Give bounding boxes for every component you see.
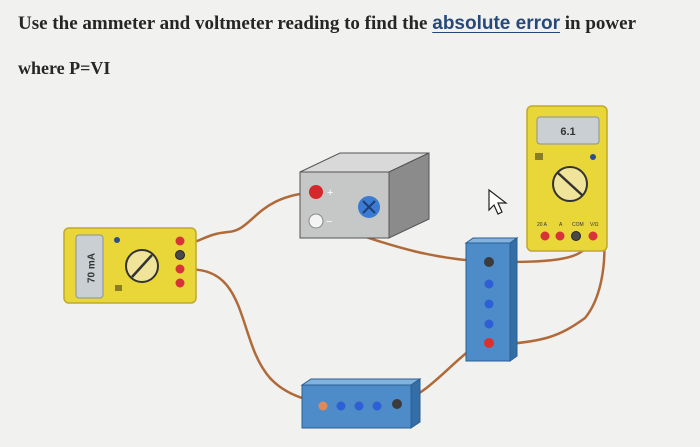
voltmeter: 6.1 20 A A COM V/Ω: [526, 105, 608, 252]
battery-minus-terminal: [308, 213, 324, 229]
resistor-horizontal-terminal-right: [392, 399, 402, 409]
ammeter-mode-dot: [114, 237, 120, 243]
resistor-horizontal-side: [410, 378, 421, 429]
voltmeter-port-label-20a: 20 A: [537, 222, 548, 228]
ammeter-reading: 70 mA: [87, 253, 98, 283]
battery-minus-symbol: −: [326, 216, 332, 228]
wire-resistor-to-voltmeter: [492, 236, 606, 347]
resistor-vertical-node-1: [484, 279, 494, 289]
voltmeter-port-a: [555, 231, 565, 241]
resistor-horizontal-terminal-left: [318, 401, 328, 411]
voltmeter-dial-pointer: [557, 172, 583, 196]
ammeter: 70 mA: [63, 227, 197, 304]
ammeter-dial-pointer: [131, 254, 153, 278]
resistor-vertical-node-2: [484, 299, 494, 309]
voltmeter-small-indicator: [535, 153, 543, 160]
battery-switch-mark-b: [362, 200, 376, 214]
ammeter-small-indicator: [115, 285, 122, 291]
question-text-before: Use the ammeter and voltmeter reading to…: [18, 13, 428, 34]
voltmeter-mode-dot: [590, 154, 596, 160]
resistor-vertical-terminal-bottom: [484, 338, 494, 348]
ammeter-port-1: [175, 236, 185, 246]
question-text-after: in power: [564, 13, 637, 34]
question-highlight: absolute error: [432, 13, 561, 34]
resistor-vertical-node-3: [484, 319, 494, 329]
resistor-vertical-terminal-top: [484, 257, 494, 267]
resistor-horizontal: [300, 378, 422, 429]
ammeter-display: [75, 234, 104, 299]
pointer-cursor-icon: [488, 188, 508, 215]
resistor-horizontal-node-3: [372, 401, 382, 411]
voltmeter-port-label-com: COM: [572, 222, 584, 228]
resistor-horizontal-top: [300, 378, 422, 386]
voltmeter-reading: 6.1: [560, 126, 575, 138]
ammeter-port-4: [175, 278, 185, 288]
resistor-vertical-side: [509, 237, 518, 362]
voltmeter-port-label-v: V/Ω: [590, 222, 599, 228]
voltmeter-port-v: [588, 231, 598, 241]
ammeter-port-3: [175, 264, 185, 274]
question-line-2: where P=VI: [18, 58, 111, 78]
resistor-vertical: [464, 237, 519, 362]
ammeter-port-2: [175, 250, 185, 260]
voltmeter-display: [536, 116, 600, 145]
voltmeter-port-label-a: A: [559, 222, 563, 228]
resistor-horizontal-node-1: [336, 401, 346, 411]
battery-plus-terminal: [309, 185, 323, 199]
resistor-horizontal-node-2: [354, 401, 364, 411]
battery: + −: [299, 152, 430, 239]
voltmeter-port-20a: [540, 231, 550, 241]
resistor-vertical-top: [464, 237, 519, 244]
voltmeter-port-com: [571, 231, 581, 241]
question-text: Use the ammeter and voltmeter reading to…: [18, 2, 698, 90]
battery-plus-symbol: +: [327, 187, 333, 199]
wire-battery-plus-to-ammeter: [180, 190, 320, 247]
